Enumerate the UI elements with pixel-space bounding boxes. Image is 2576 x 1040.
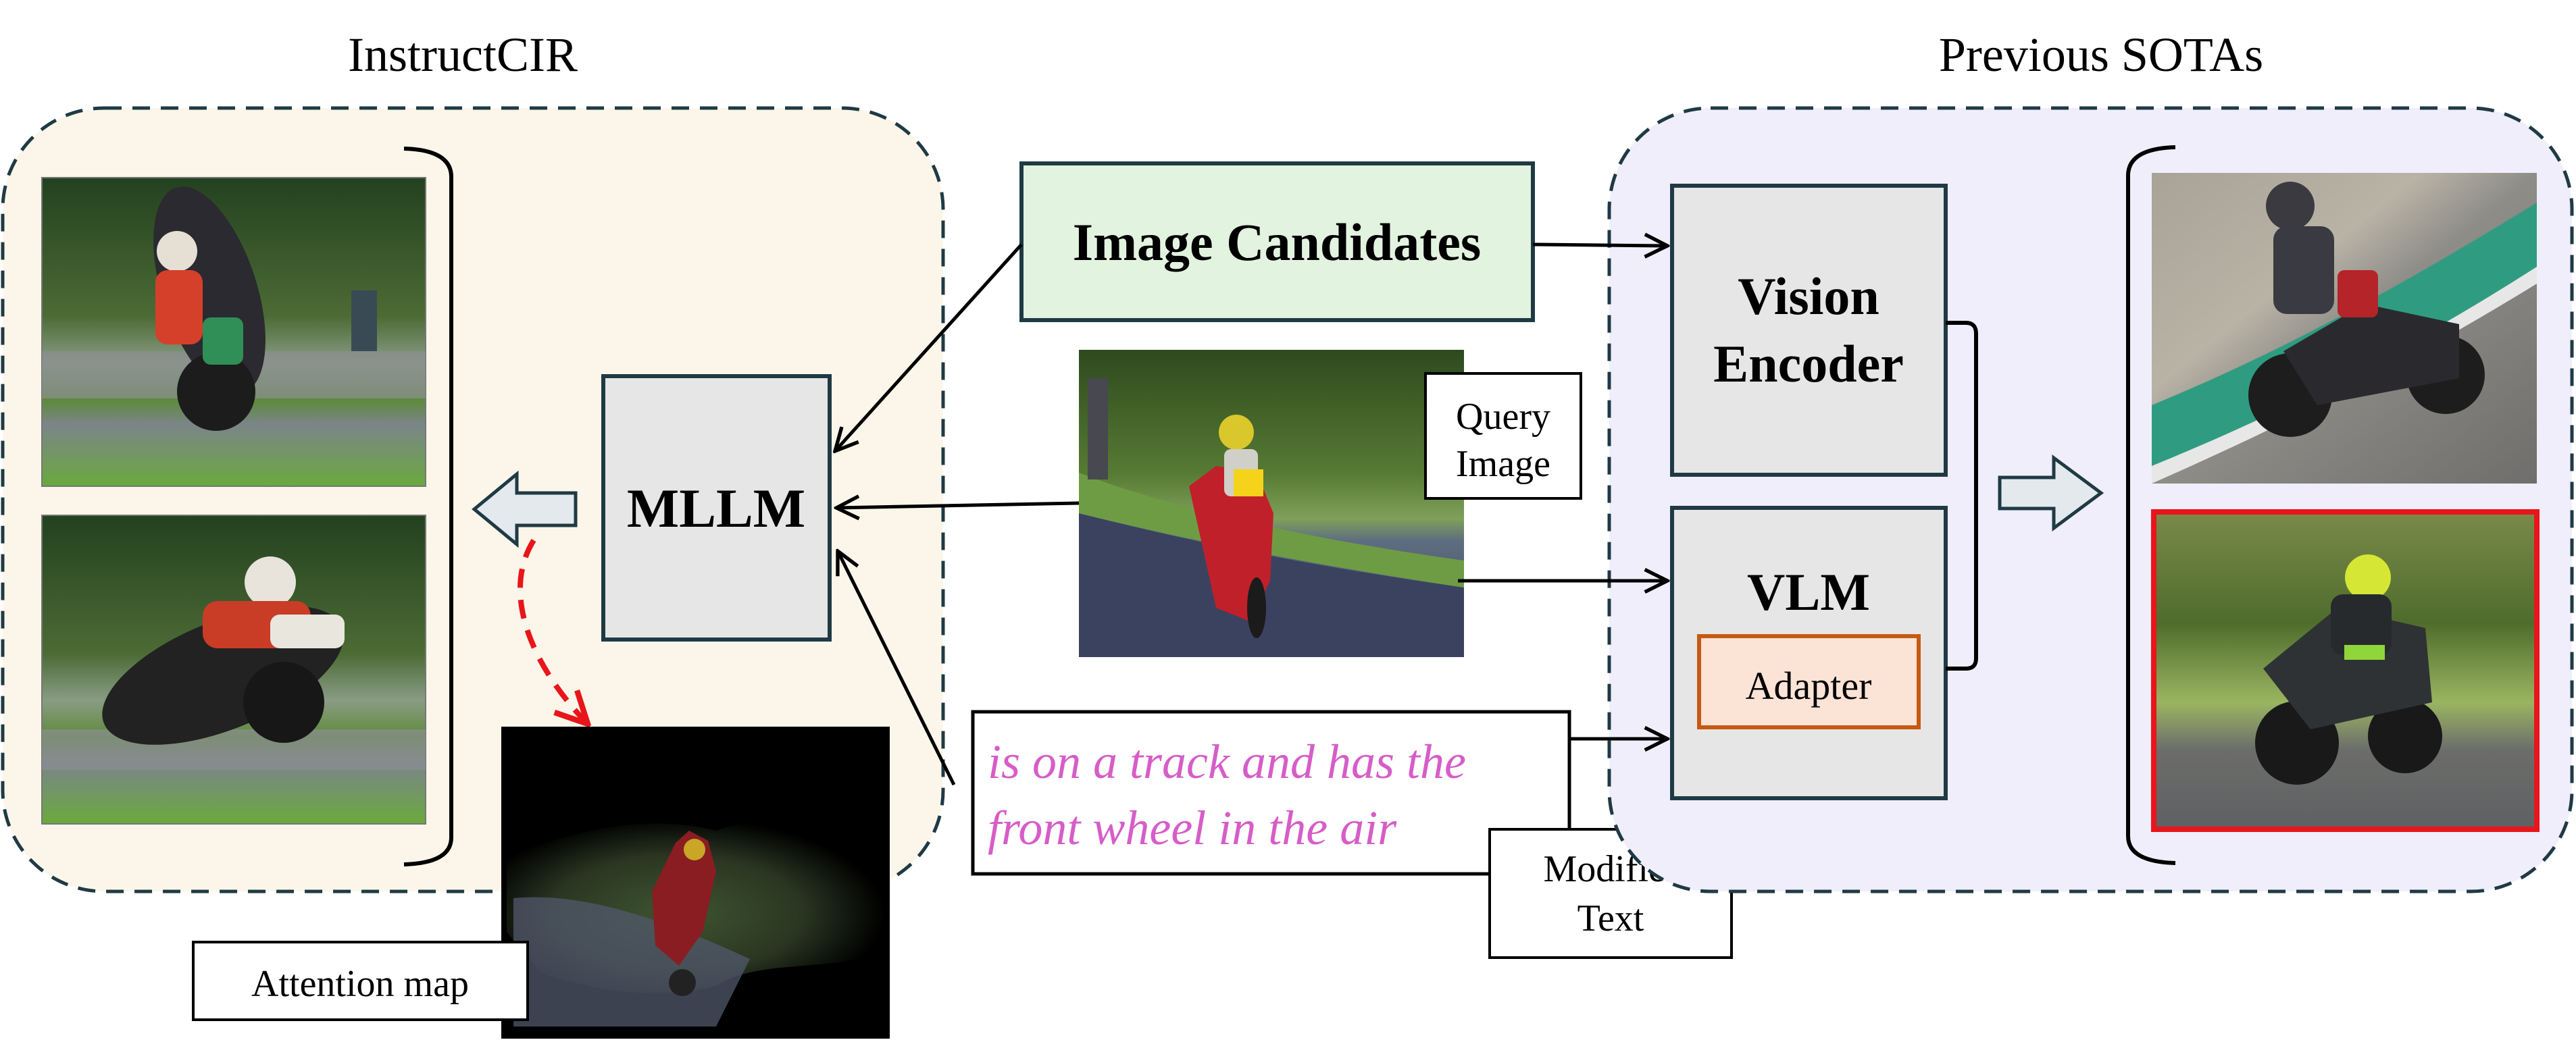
query-image xyxy=(1079,350,1464,657)
attention-map-image xyxy=(501,727,890,1039)
result-image-1 xyxy=(41,177,426,487)
modifier-text-line2: front wheel in the air xyxy=(988,801,1397,855)
instructcir-panel: InstructCIR xyxy=(1,28,945,893)
previous-sotas-panel: Previous SOTAs Vision Encoder VLM Adapte… xyxy=(1607,28,2574,893)
arrow-query-to-mllm xyxy=(836,503,1080,508)
encoder-merge-bracket xyxy=(1946,321,1978,671)
adapter-label: Adapter xyxy=(1746,664,1872,708)
image-candidates-box: Image Candidates xyxy=(1019,161,1535,322)
sota-block-arrow xyxy=(1998,454,2104,531)
vlm-box: VLM Adapter xyxy=(1670,506,1948,800)
attention-map-label-box: Attention map xyxy=(192,941,529,1021)
mllm-box: MLLM xyxy=(601,374,832,642)
sota-results-bracket xyxy=(2126,145,2176,865)
results-bracket xyxy=(403,147,453,866)
vision-encoder-label-line1: Vision xyxy=(1738,267,1879,326)
query-image-label-line1: Query xyxy=(1456,396,1550,438)
previous-sotas-title: Previous SOTAs xyxy=(1939,28,2263,82)
output-block-arrow xyxy=(472,470,578,548)
sota-result-image-1 xyxy=(2152,173,2537,484)
arrow-modifier-to-mllm xyxy=(838,551,956,786)
mllm-label: MLLM xyxy=(627,477,805,539)
instructcir-title: InstructCIR xyxy=(348,28,578,82)
attention-map-label: Attention map xyxy=(251,963,469,1005)
modifier-text-box: is on a track and has the front wheel in… xyxy=(971,710,1571,876)
attention-dashed-arrow xyxy=(517,538,588,724)
query-image-label-box: Query Image xyxy=(1424,372,1582,500)
arrow-candidates-to-mllm xyxy=(835,243,1023,451)
sota-result-image-2 xyxy=(2151,509,2540,832)
result-image-2 xyxy=(41,515,426,825)
modifier-label-line2: Text xyxy=(1577,898,1644,939)
arrow-candidates-to-vision-encoder xyxy=(1532,244,1667,246)
vision-encoder-label-line2: Encoder xyxy=(1713,334,1904,393)
adapter-box: Adapter xyxy=(1697,634,1921,729)
query-image-label-line2: Image xyxy=(1456,443,1550,485)
modifier-text-line1: is on a track and has the xyxy=(988,735,1466,789)
vision-encoder-box: Vision Encoder xyxy=(1670,184,1948,477)
vlm-label: VLM xyxy=(1747,563,1870,621)
image-candidates-label: Image Candidates xyxy=(1073,213,1482,271)
